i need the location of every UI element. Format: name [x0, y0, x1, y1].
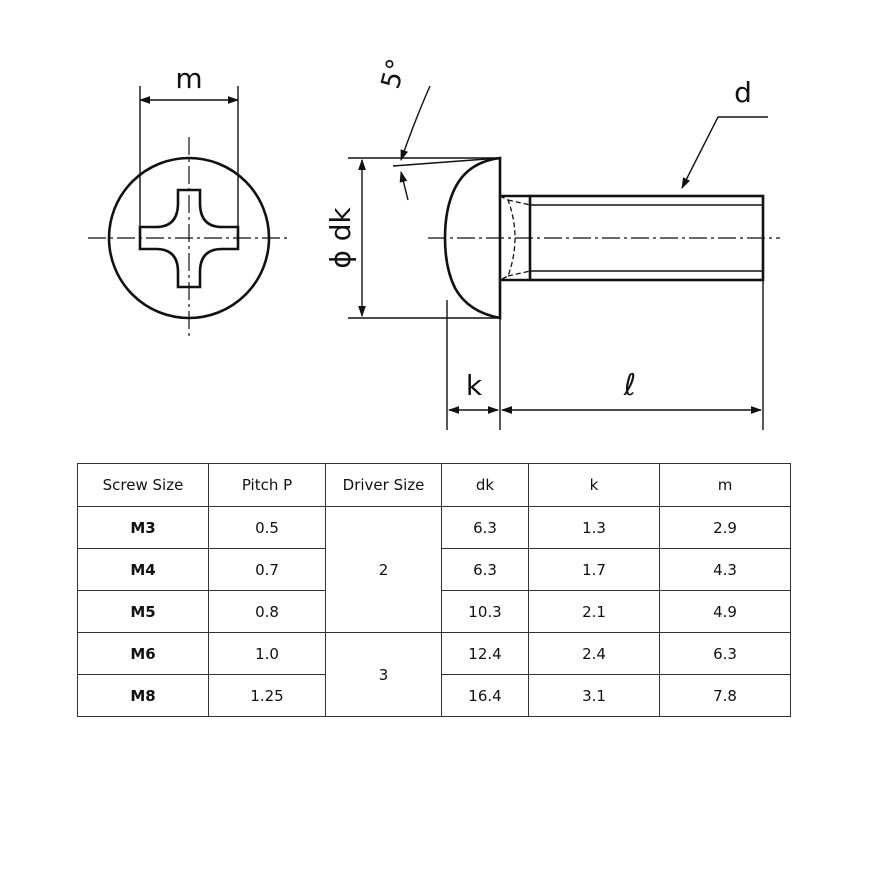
cell-driver-size: 2: [325, 506, 442, 633]
cell-pitch: 0.8: [208, 590, 326, 633]
cell-size: M4: [77, 548, 209, 591]
cell-k: 2.1: [528, 590, 660, 633]
screw-technical-drawing: m ϕ dk 5° d k: [88, 56, 780, 430]
length-label: ℓ: [623, 368, 636, 403]
cell-dk: 6.3: [441, 548, 529, 591]
phillips-recess: [138, 188, 240, 289]
cell-dk: 6.3: [441, 506, 529, 549]
cell-size: M5: [77, 590, 209, 633]
cell-m: 6.3: [659, 632, 791, 675]
header-m: m: [659, 463, 791, 507]
cell-m: 2.9: [659, 506, 791, 549]
cell-dk: 12.4: [441, 632, 529, 675]
hidden-recess-inner: [507, 199, 531, 277]
cell-size: M8: [77, 674, 209, 717]
cell-dk: 10.3: [441, 590, 529, 633]
header-k: k: [528, 463, 660, 507]
cell-driver-size: 3: [325, 632, 442, 717]
k-label: k: [466, 369, 483, 402]
cell-dk: 16.4: [441, 674, 529, 717]
screw-side-view: ϕ dk 5° d k ℓ: [324, 56, 780, 430]
cell-pitch: 0.5: [208, 506, 326, 549]
d-label: d: [734, 76, 752, 109]
hidden-recess: [499, 195, 516, 281]
cell-pitch: 1.0: [208, 632, 326, 675]
cell-pitch: 0.7: [208, 548, 326, 591]
d-leader-arrow: [681, 116, 719, 189]
table-row: M6 1.0 3 12.4 2.4 6.3: [77, 632, 791, 717]
header-pitch: Pitch P: [208, 463, 326, 507]
angle-label: 5°: [376, 56, 413, 92]
cell-k: 1.3: [528, 506, 660, 549]
dk-label: ϕ dk: [324, 207, 357, 269]
table-row: M4 0.7 6.3 1.7 4.3: [77, 548, 791, 591]
cell-m: 4.3: [659, 548, 791, 591]
m-label: m: [175, 62, 202, 95]
header-screw-size: Screw Size: [77, 463, 209, 507]
table-row: M3 0.5 2 6.3 1.3 2.9: [77, 506, 791, 633]
cell-pitch: 1.25: [208, 674, 326, 717]
header-driver-size: Driver Size: [325, 463, 442, 507]
table-row: M5 0.8 10.3 2.1 4.9: [77, 590, 791, 633]
cell-m: 7.8: [659, 674, 791, 717]
angle-arc: [400, 85, 431, 162]
cell-m: 4.9: [659, 590, 791, 633]
table-row: M8 1.25 16.4 3.1 7.8: [77, 674, 791, 717]
table-header-row: Screw Size Pitch P Driver Size dk k m: [77, 463, 791, 507]
head-top-view: m: [88, 62, 290, 340]
angle-arrow-lower: [399, 170, 409, 201]
cell-size: M6: [77, 632, 209, 675]
header-dk: dk: [441, 463, 529, 507]
cell-size: M3: [77, 506, 209, 549]
cell-k: 2.4: [528, 632, 660, 675]
cell-k: 3.1: [528, 674, 660, 717]
screw-spec-table: Screw Size Pitch P Driver Size dk k m M3…: [77, 463, 791, 717]
angle-ref-line: [392, 157, 501, 167]
cell-k: 1.7: [528, 548, 660, 591]
